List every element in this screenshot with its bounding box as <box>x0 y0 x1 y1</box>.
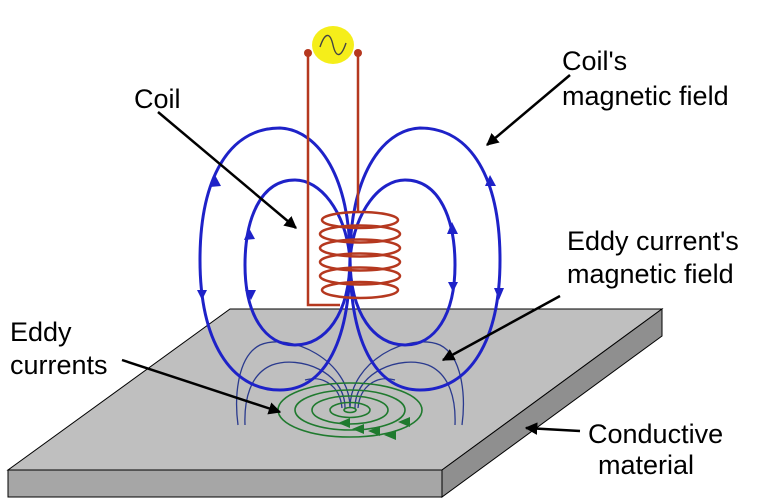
eddy-current-direction-arrows <box>338 417 410 440</box>
conductive-pointer-arrow <box>524 422 581 435</box>
coil <box>306 55 402 307</box>
coil-field-outer-left <box>198 126 352 392</box>
label-eddy-currents-line2: currents <box>10 350 108 380</box>
label-coil-field-line1: Coil's <box>562 46 627 76</box>
plate-front-face <box>7 469 443 498</box>
label-eddy-currents-line1: Eddy <box>10 317 72 347</box>
label-coil-field-line2: magnetic field <box>562 81 729 111</box>
coil-field-inner-left <box>243 178 352 347</box>
coil-terminal-left <box>304 49 312 57</box>
label-coil: Coil <box>134 84 181 114</box>
coil-field-pointer-arrow <box>486 74 571 146</box>
coil-lead-left <box>306 55 340 307</box>
eddy-field-pointer-arrow <box>441 294 561 362</box>
coil-pointer-arrow <box>157 111 297 229</box>
label-pointers <box>121 74 581 435</box>
label-conductive-line1: Conductive <box>588 419 723 449</box>
coil-field-inner-right <box>348 178 457 347</box>
coil-field-direction-arrows <box>197 175 504 300</box>
label-conductive-line2: material <box>598 450 694 480</box>
ac-sine-source-icon <box>312 26 354 64</box>
label-eddy-field-line1: Eddy current's <box>567 226 739 256</box>
coil-field-outer-right <box>348 126 502 392</box>
coil-terminal-right <box>354 49 362 57</box>
coil-field-lines <box>198 126 502 392</box>
conductive-plate <box>6 308 664 498</box>
plate-side-face <box>441 308 663 498</box>
label-eddy-field-line2: magnetic field <box>567 259 734 289</box>
eddy-currents-pointer-arrow <box>121 358 282 415</box>
